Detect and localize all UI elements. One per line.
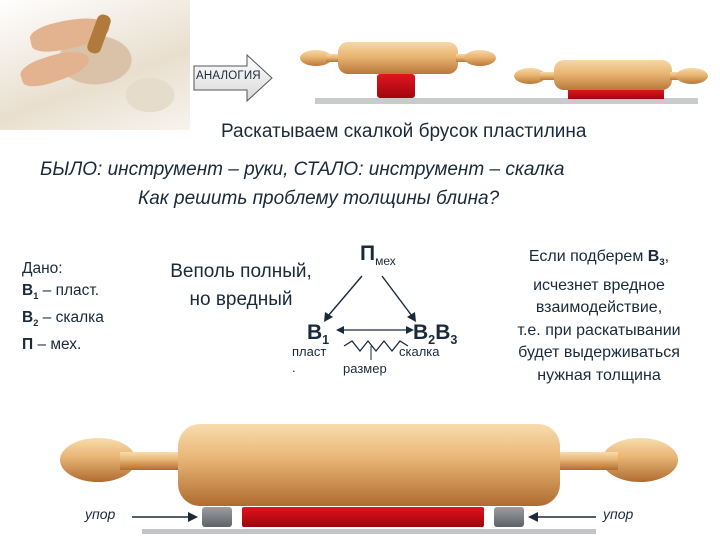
hands-rolling-photo (0, 0, 190, 130)
analogy-label: АНАЛОГИЯ (196, 70, 261, 82)
analogy-arrow-icon (193, 54, 273, 102)
question-line: Как решить проблему толщины блина? (138, 188, 500, 209)
label-plast: пласт (292, 344, 327, 359)
conclusion-block: Если подберем В3, исчезнет вредное взаим… (517, 248, 681, 384)
vepol-links (324, 275, 416, 360)
given-row: В2 – скалка (22, 309, 104, 329)
bottom-rolling-pin (60, 424, 678, 534)
substance-b2-b3: В2В3 (413, 321, 458, 348)
given-header: Дано: (22, 260, 63, 277)
field-p-mech: Пмех (360, 242, 396, 269)
was-became-line: БЫЛО: инструмент – руки, СТАЛО: инструме… (40, 159, 565, 180)
given-block: Дано: В1 – пласт. В2 – скалка П – мех. (22, 258, 104, 356)
stop-label-right: упор (603, 506, 634, 522)
substance-b1: В1 (307, 321, 330, 348)
stop-label-left: упор (85, 506, 116, 522)
hand-shape (17, 44, 93, 92)
given-row: В1 – пласт. (22, 282, 100, 302)
label-dot: . (292, 360, 296, 375)
vepol-caption: Веполь полный, но вредный (170, 261, 312, 310)
title: Раскатываем скалкой брусок пластилина (221, 121, 587, 142)
label-skalka: скалка (399, 344, 440, 359)
label-razmer: размер (343, 361, 387, 376)
given-row: П – мех. (22, 336, 82, 354)
top-rolling-pins (300, 42, 708, 104)
